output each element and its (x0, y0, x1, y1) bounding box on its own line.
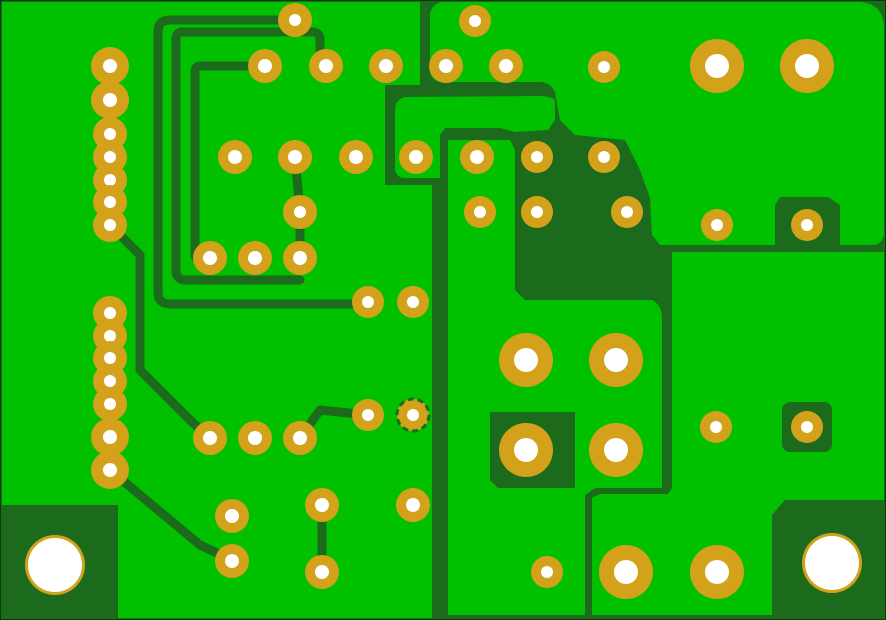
pad (91, 81, 129, 119)
pad (93, 208, 127, 242)
pad (93, 387, 127, 421)
pad (305, 488, 339, 522)
power-block (499, 333, 832, 477)
pad (489, 49, 523, 83)
header-left-bottom (91, 296, 129, 489)
pad (352, 399, 384, 431)
pad (399, 140, 433, 174)
pad (283, 421, 317, 455)
trace-header-to-bottom (105, 220, 215, 443)
pour-center (448, 140, 662, 615)
pad (283, 195, 317, 229)
pad (193, 241, 227, 275)
pad (278, 140, 312, 174)
pad (588, 51, 620, 83)
pad (690, 545, 744, 599)
pad (499, 333, 553, 387)
pad (397, 286, 429, 318)
pour-top-right (430, 2, 884, 245)
pad (283, 241, 317, 275)
pad (248, 49, 282, 83)
pad (218, 140, 252, 174)
pad (238, 421, 272, 455)
pad (701, 209, 733, 241)
pad (352, 286, 384, 318)
pad (589, 333, 643, 387)
pad (700, 411, 732, 443)
pad (215, 499, 249, 533)
pour-right (592, 252, 884, 615)
mounting-holes (25, 533, 862, 595)
mounting-hole-right (802, 533, 862, 593)
pad (215, 544, 249, 578)
trace-mid-loop (171, 27, 325, 285)
pour-middle (395, 96, 555, 178)
mounting-hole-left (25, 535, 85, 595)
pad (460, 140, 494, 174)
resistors (193, 397, 744, 599)
pad (339, 140, 373, 174)
pad (193, 421, 227, 455)
pad (791, 209, 823, 241)
pad (309, 49, 343, 83)
pad (305, 555, 339, 589)
header-left-top (91, 47, 129, 242)
pad (459, 5, 491, 37)
pad (429, 49, 463, 83)
pad (531, 556, 563, 588)
pad (589, 423, 643, 477)
pad (611, 196, 643, 228)
pad (690, 39, 744, 93)
top-row-pads (248, 3, 834, 93)
pad (396, 488, 430, 522)
pad (91, 418, 129, 456)
ic-bottom-row (193, 241, 429, 318)
pad (521, 196, 553, 228)
pad (588, 141, 620, 173)
pad (499, 423, 553, 477)
pad (791, 411, 823, 443)
pad (369, 49, 403, 83)
pad (278, 3, 312, 37)
pad (91, 451, 129, 489)
pad (91, 47, 129, 85)
pad (464, 196, 496, 228)
pad (395, 397, 431, 433)
pad (521, 141, 553, 173)
pad (780, 39, 834, 93)
trace-outer-loop (153, 15, 373, 309)
ic-top-row (218, 140, 823, 241)
pad (238, 241, 272, 275)
pad (599, 545, 653, 599)
